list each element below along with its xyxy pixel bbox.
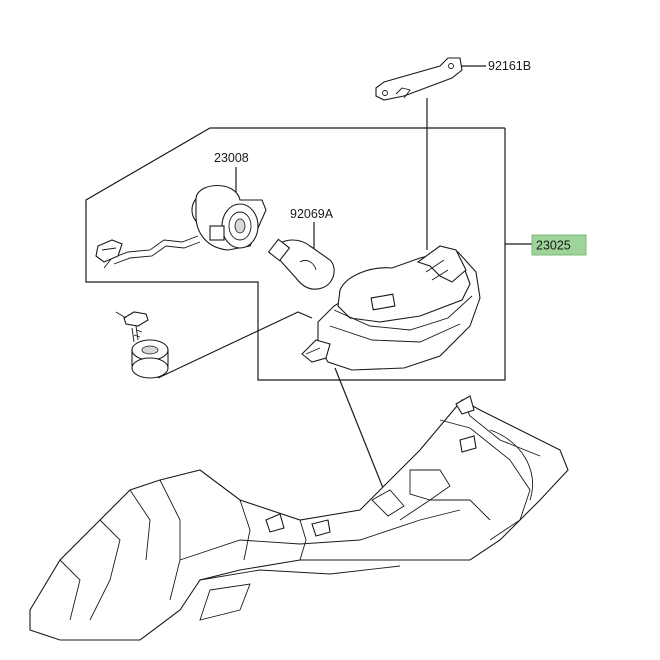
leader-grommet [157, 311, 313, 379]
mounting-bolt [115, 311, 149, 343]
label-92069a: 92069A [290, 207, 334, 221]
rubber-grommet [131, 339, 169, 379]
turn-signal-23025 [301, 245, 481, 371]
label-23025-highlight[interactable] [531, 234, 587, 256]
socket-23008 [95, 185, 267, 269]
rear-fender [29, 395, 569, 641]
assembly-frame [85, 127, 506, 381]
label-92161b: 92161B [488, 59, 531, 73]
bulb-92069a [267, 238, 335, 290]
label-23025[interactable]: 23025 [536, 239, 571, 253]
bracket-92161b [375, 57, 463, 101]
label-23008: 23008 [214, 151, 249, 165]
